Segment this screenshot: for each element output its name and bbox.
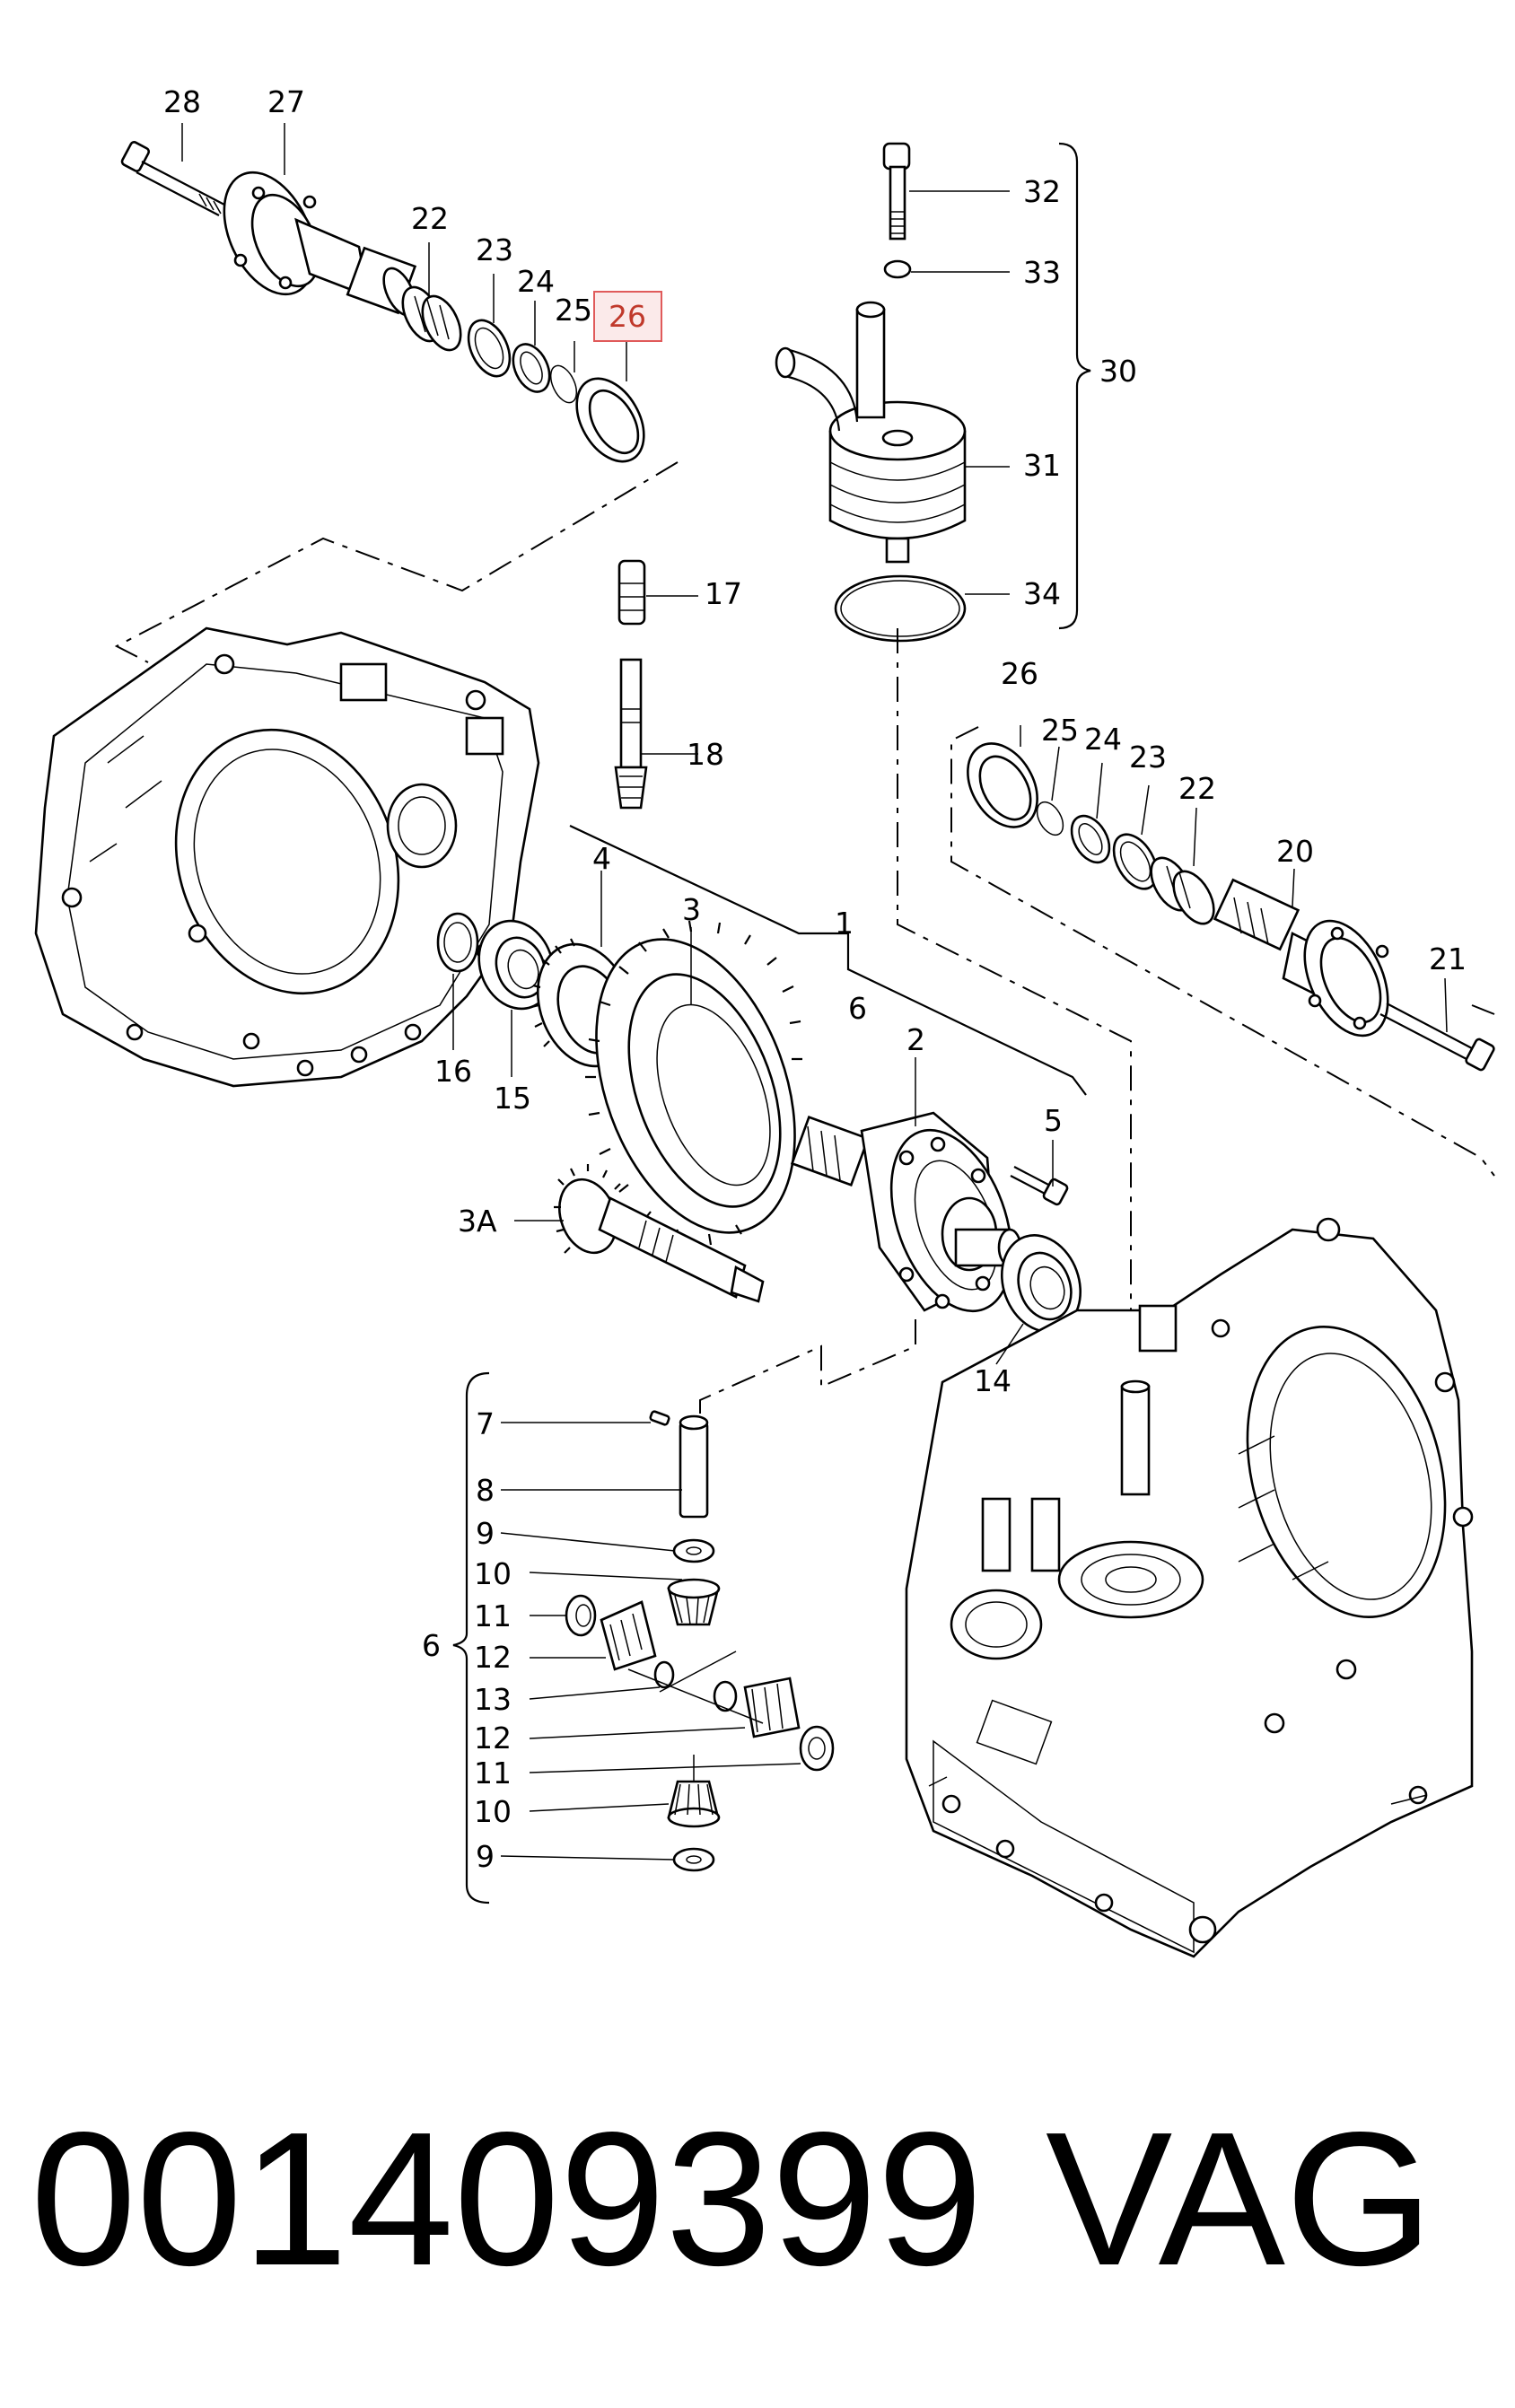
bolt-28 [120,141,225,216]
callout-13: 13 [474,1682,512,1717]
differential-group [530,825,1087,1414]
gearbox-housing-right [905,1217,1474,1958]
part-number: 001409399 [31,2092,984,2305]
callout-6-top: 6 [848,991,867,1026]
callout-9-top: 9 [476,1516,495,1551]
callout-23-left: 23 [476,232,513,267]
drive-flange-left-group [114,141,679,663]
washer-9-bottom [672,1847,715,1872]
brand-label: VAG [1046,2092,1433,2305]
pin-7 [649,1410,670,1426]
speedo-shaft-18 [619,658,643,769]
callout-20: 20 [1276,834,1314,869]
seal-26-right [967,742,1038,828]
callout-15: 15 [494,1081,531,1116]
callout-7: 7 [476,1406,495,1441]
ring-23-left [467,319,512,378]
drive-flange-20 [1213,878,1389,1038]
bearing-14 [1000,1234,1082,1333]
speedo-fitting-17 [617,559,646,626]
callout-22-right: 22 [1178,771,1216,806]
callout-17: 17 [705,576,742,611]
callout-34: 34 [1023,576,1061,611]
callout-5: 5 [1044,1103,1063,1138]
gear-12-left [600,1600,657,1671]
callout-1: 1 [835,906,854,941]
callout-18: 18 [687,737,724,772]
callout-24-left: 24 [517,264,555,299]
callout-10-bottom: 10 [474,1794,512,1829]
bolt-21 [1379,1003,1495,1072]
ring-gear-3 [585,920,802,1246]
callout-12-bottom: 12 [474,1721,512,1756]
callout-3: 3 [682,892,701,927]
callout-16: 16 [434,1054,472,1089]
diff-internals-group [452,1371,835,1905]
ring-23-right [1112,833,1159,890]
washer-9-top [672,1538,715,1563]
callout-14: 14 [974,1363,1011,1398]
callout-3A: 3A [458,1204,497,1239]
gear-10-bottom [667,1755,721,1828]
differential-housing-2 [790,1111,1022,1313]
callout-22-left: 22 [411,201,449,236]
callout-9-bottom: 9 [476,1839,495,1874]
bearing-22-left [401,285,462,352]
callout-25-left: 25 [555,293,592,328]
seal-26-left [575,377,645,463]
ring-24-left [512,343,551,393]
washer-13-right [713,1680,738,1712]
ring-24-right [1070,814,1111,864]
washer-11-right [799,1725,835,1772]
callout-4: 4 [592,841,611,876]
shaft-8 [679,1414,709,1519]
callout-11-bottom: 11 [474,1756,512,1791]
callout-33: 33 [1023,255,1061,290]
bolt-32 [882,142,911,241]
callout-26-right: 26 [1001,656,1038,691]
callout-12-top: 12 [474,1640,512,1675]
speedo-drive-group [614,559,648,810]
oil-cooler-31 [775,301,967,564]
bearing-22-right [1150,856,1215,925]
pinion-shaft-3A [554,1164,765,1303]
circlip-25-right [1036,801,1064,836]
gear-12-right [743,1677,801,1738]
callout-11-top: 11 [474,1598,512,1633]
o-ring-34 [834,574,967,643]
callout-31: 31 [1023,448,1061,483]
highlight-box-26 [593,291,662,342]
callout-27: 27 [267,84,305,119]
drive-flange-right-group [950,726,1495,1177]
washer-13-left [653,1660,675,1689]
gear-10-top [667,1578,721,1626]
callout-30: 30 [1099,354,1137,389]
callout-6-bracket: 6 [422,1628,441,1663]
leader-lines [181,123,1448,1861]
washer-33 [883,259,912,279]
callout-26-highlighted: 26 [609,299,646,334]
callout-32: 32 [1023,174,1061,209]
callout-24-right: 24 [1084,722,1122,757]
bolt-5 [1010,1166,1069,1206]
callout-21: 21 [1429,941,1467,976]
circlip-25-left [549,364,578,404]
callout-25-right: 25 [1041,713,1079,748]
callout-8: 8 [476,1473,495,1508]
callout-2: 2 [906,1022,925,1057]
drive-flange-27 [223,171,417,317]
oil-cooler-group [775,142,1132,1364]
gearbox-housing-left [34,626,555,1088]
callout-28: 28 [163,84,201,119]
callout-23-right: 23 [1129,740,1167,775]
callout-10-top: 10 [474,1556,512,1591]
callout-labels: 28 27 22 23 24 25 26 32 33 30 31 34 17 1… [163,84,1467,1874]
